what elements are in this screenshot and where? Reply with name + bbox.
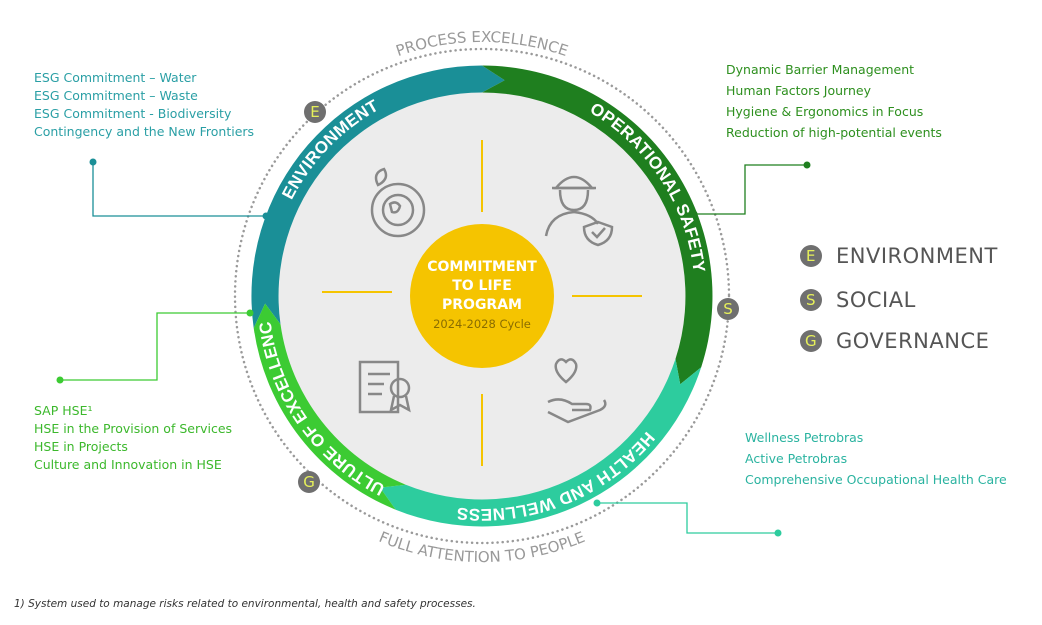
center-line-2: TO LIFE: [452, 278, 512, 294]
list-item: Contingency and the New Frontiers: [34, 124, 255, 139]
connector-dots: [56, 158, 811, 537]
legend-governance: G GOVERNANCE: [800, 329, 989, 353]
list-item: ESG Commitment – Water: [34, 70, 197, 85]
list-item: HSE in the Provision of Services: [34, 421, 233, 436]
separator-lines: [322, 140, 642, 466]
list-item: Reduction of high-potential events: [726, 125, 942, 140]
list-item: SAP HSE¹: [34, 403, 93, 418]
legend-environment: E ENVIRONMENT: [800, 244, 998, 268]
legend-label: GOVERNANCE: [836, 329, 990, 353]
list-item: HSE in Projects: [34, 439, 128, 454]
ring-segment-environment: [251, 65, 505, 329]
globe-leaf-icon: [370, 167, 426, 238]
list-item: ESG Commitment – Waste: [34, 88, 198, 103]
list-item: Hygiene & Ergonomics in Focus: [726, 104, 924, 119]
ring-segment-culture: [253, 303, 406, 510]
badge-e: E: [304, 101, 326, 123]
ring-segment-operational-safety: [482, 65, 713, 385]
worker-shield-icon: [544, 175, 614, 247]
outer-label-top: PROCESS EXCELLENCE: [394, 28, 571, 60]
legend-social: S SOCIAL: [800, 288, 916, 312]
footnote: 1) System used to manage risks related t…: [14, 598, 476, 610]
legend-badge: G: [800, 330, 822, 352]
list-item: Human Factors Journey: [726, 83, 871, 98]
list-item: Dynamic Barrier Management: [726, 62, 915, 77]
outer-label-bottom: FULL ATTENTION TO PEOPLE: [377, 528, 588, 566]
legend-badge: E: [800, 245, 822, 267]
heart-hand-icon: [547, 358, 607, 424]
certificate-icon: [358, 360, 411, 414]
center-line-3: PROGRAM: [442, 297, 522, 313]
environment-list: ESG Commitment – Water ESG Commitment – …: [34, 69, 254, 141]
connector-lines: [60, 162, 807, 534]
center-program-circle: COMMITMENT TO LIFE PROGRAM 2024-2028 Cyc…: [410, 224, 554, 368]
list-item: ESG Commitment - Biodiversity: [34, 106, 232, 121]
ring-segment-health: [380, 358, 702, 527]
center-cycle: 2024-2028 Cycle: [433, 317, 531, 331]
operational-safety-list: Dynamic Barrier Management Human Factors…: [726, 59, 942, 143]
list-item: Culture and Innovation in HSE: [34, 457, 222, 472]
legend-label: SOCIAL: [836, 288, 916, 312]
badge-g: G: [298, 471, 320, 493]
health-list: Wellness Petrobras Active Petrobras Comp…: [745, 427, 1007, 490]
list-item: Wellness Petrobras: [745, 430, 864, 445]
center-line-1: COMMITMENT: [427, 259, 537, 275]
legend-label: ENVIRONMENT: [836, 244, 998, 268]
culture-list: SAP HSE¹ HSE in the Provision of Service…: [34, 402, 232, 474]
list-item: Comprehensive Occupational Health Care: [745, 472, 1007, 487]
badge-s: S: [717, 298, 739, 320]
legend-badge: S: [800, 289, 822, 311]
outer-dotted-circle: [233, 47, 731, 545]
list-item: Active Petrobras: [745, 451, 848, 466]
